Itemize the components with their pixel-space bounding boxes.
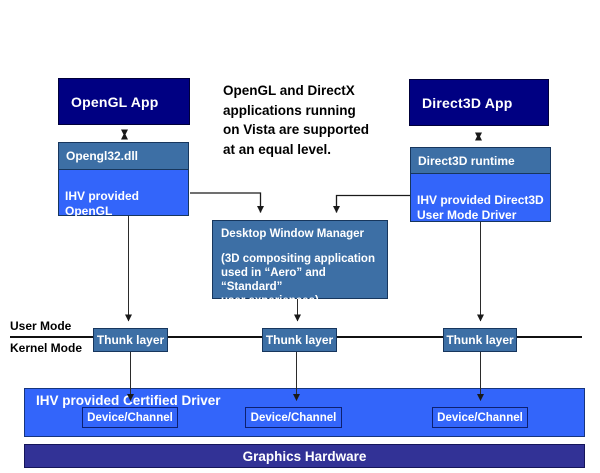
desktop-window-manager-box: Desktop Window Manager (3D compositing a… [212, 220, 388, 307]
direct3d-driver-box: IHV provided Direct3D User Mode Driver [411, 174, 550, 222]
direct3d-app-label: Direct3D App [422, 94, 513, 111]
device-channel-label: Device/Channel [250, 411, 337, 424]
thunk-layer-label: Thunk layer [96, 333, 165, 347]
direct3d-driver-to-dwm-arrow [333, 194, 410, 213]
ihv-certified-driver-title: IHV provided Certified Driver [36, 393, 221, 408]
kernel-mode-label: Kernel Mode [10, 341, 83, 355]
device-channel-label: Device/Channel [87, 411, 173, 424]
direct3d-runtime-stack-box: Direct3D runtime IHV provided Direct3D U… [410, 147, 551, 222]
device-channel-box-2: Device/Channel [245, 407, 342, 428]
device-channel-label: Device/Channel [437, 411, 523, 424]
graphics-hardware-box: Graphics Hardware [24, 444, 585, 468]
direct3d-runtime-label: Direct3D runtime [418, 153, 515, 168]
thunk-layer-direct3d: Thunk layer [443, 328, 517, 352]
direct3d-app-box: Direct3D App [409, 79, 549, 126]
graphics-hardware-label: Graphics Hardware [242, 448, 367, 464]
thunk-layer-dwm: Thunk layer [262, 328, 337, 352]
device-channel-box-3: Device/Channel [432, 407, 528, 428]
opengl-driver-to-dwm-arrow [190, 192, 264, 213]
opengl-runtime-stack-box: Opengl32.dll IHV provided OpenGL ICD Use… [58, 142, 189, 248]
opengl-icd-driver-label: IHV provided OpenGL ICD User Mode Driver [65, 189, 151, 248]
direct3d-runtime-header: Direct3D runtime [411, 148, 550, 174]
opengl32-dll-label: Opengl32.dll [66, 149, 139, 163]
opengl32-dll-header: Opengl32.dll [59, 143, 188, 170]
dwm-title: Desktop Window Manager [221, 228, 365, 240]
user-mode-label: User Mode [10, 319, 72, 333]
direct3d-driver-label: IHV provided Direct3D User Mode Driver [417, 193, 544, 222]
opengl-app-box: OpenGL App [58, 78, 190, 125]
thunk-layer-label: Thunk layer [446, 333, 514, 347]
dwm-description: (3D compositing application used in “Aer… [221, 253, 375, 307]
equal-level-note: OpenGL and DirectX applications running … [223, 83, 370, 157]
opengl-icd-driver-box: IHV provided OpenGL ICD User Mode Driver [59, 170, 188, 248]
opengl-app-label: OpenGL App [71, 93, 159, 110]
device-channel-box-1: Device/Channel [82, 407, 178, 428]
thunk-layer-opengl: Thunk layer [93, 328, 168, 352]
thunk-layer-label: Thunk layer [265, 333, 334, 347]
